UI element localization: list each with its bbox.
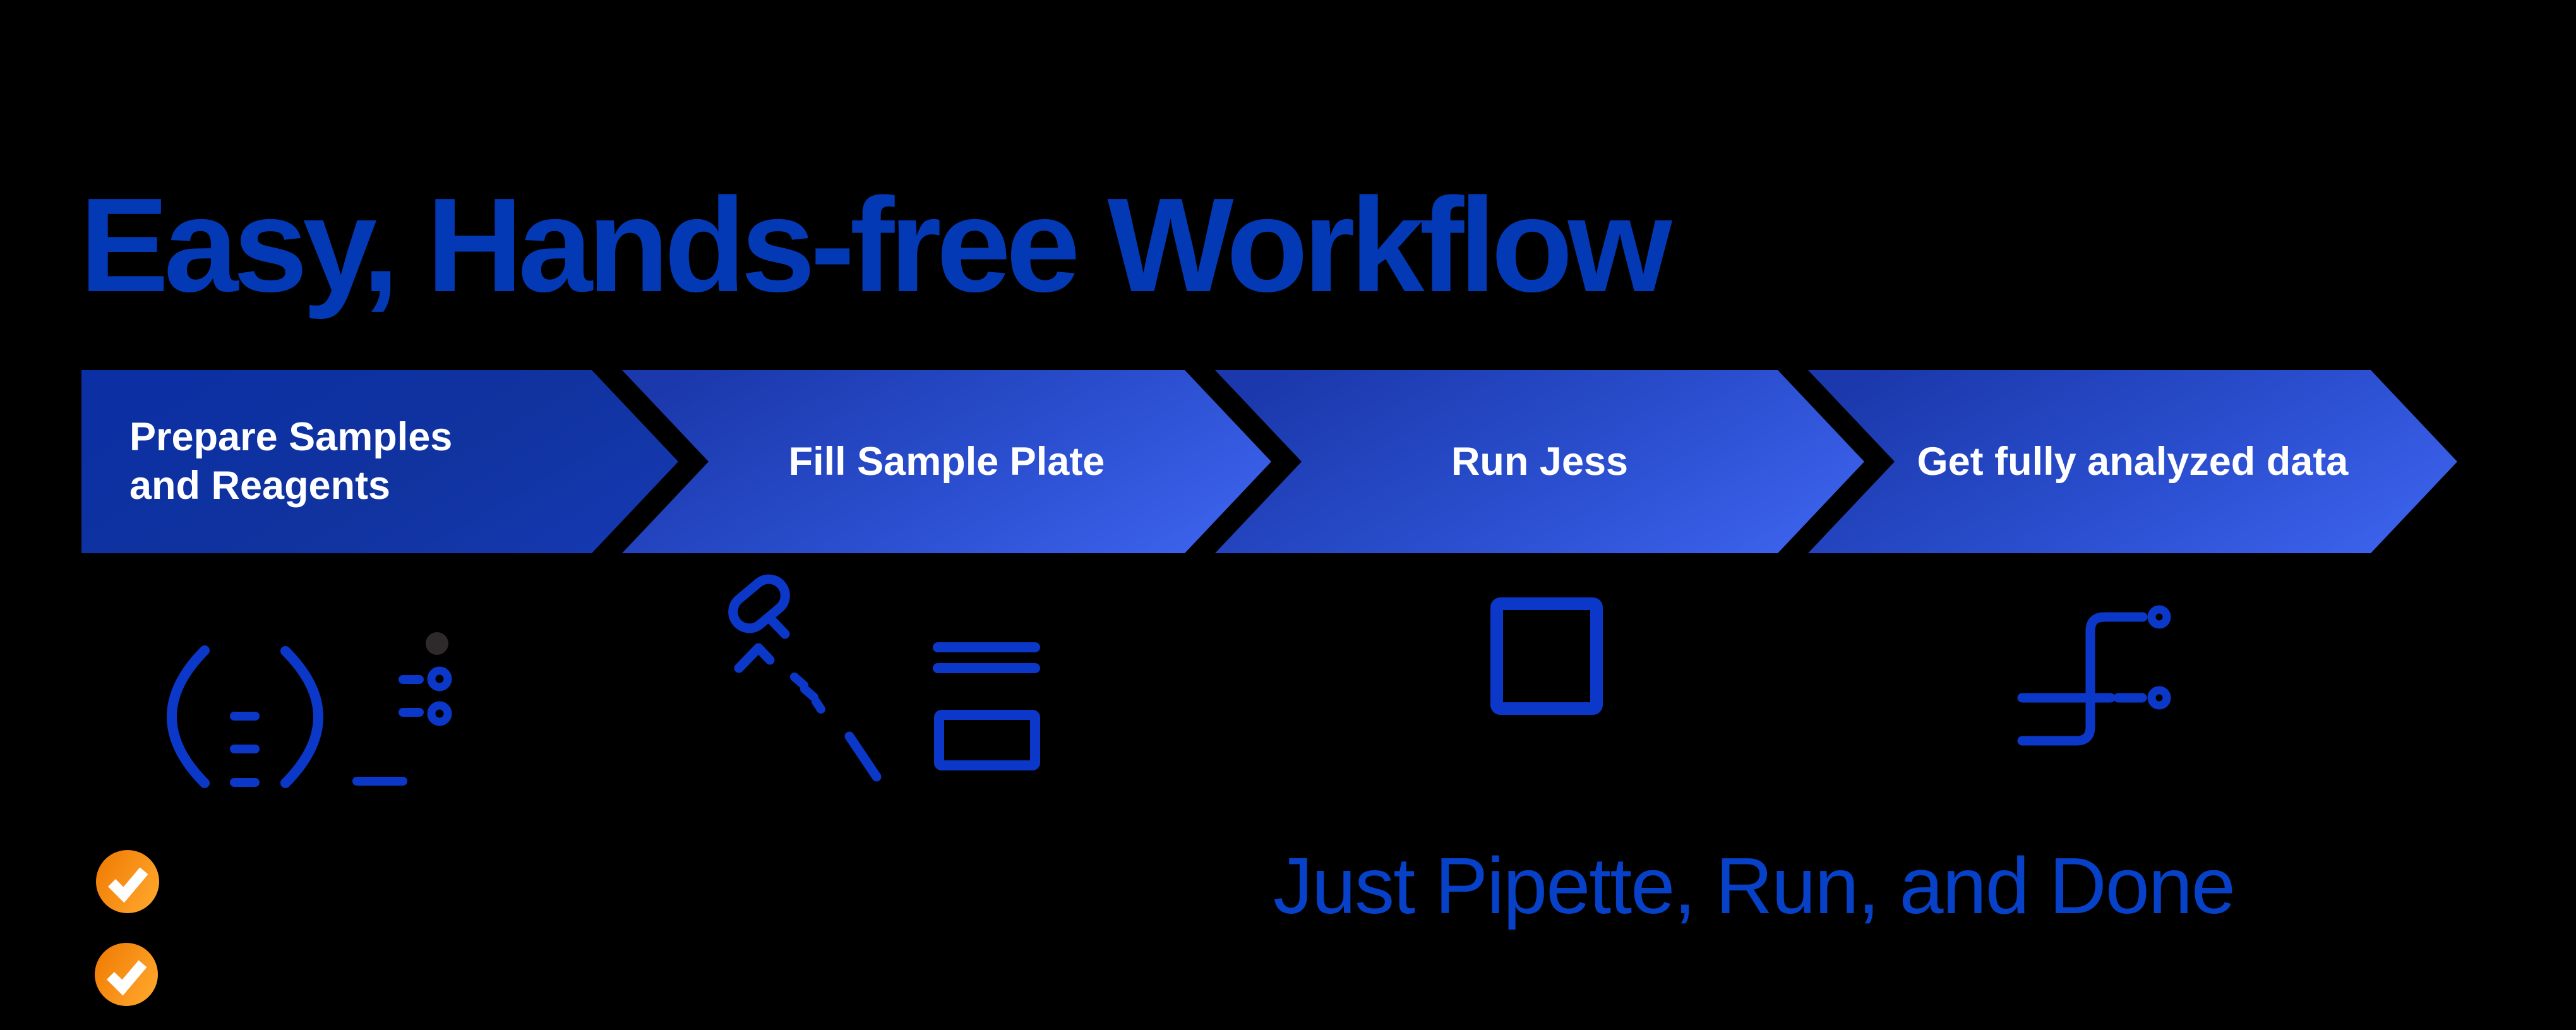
tagline-text: Just Pipette, Run, and Done xyxy=(1273,841,2236,930)
instrument-icon xyxy=(1490,597,1603,715)
workflow-step-prepare-arrow: Prepare Samples and Reagents xyxy=(81,370,678,553)
workflow-step-fill-plate-arrow: Fill Sample Plate xyxy=(622,370,1271,553)
page-title: Easy, Hands-free Workflow xyxy=(80,170,1672,320)
workflow-step-label: Prepare Samples and Reagents xyxy=(129,415,453,508)
workflow-step-get-data-arrow: Get fully analyzed data xyxy=(1808,370,2457,553)
workflow-step-label: Fill Sample Plate xyxy=(788,439,1105,484)
check-circle xyxy=(95,943,158,1006)
reagents-tube-icon xyxy=(167,632,452,788)
check-circle xyxy=(96,850,159,913)
workflow-step-run-jess-arrow: Run Jess xyxy=(1215,370,1864,553)
workflow-step-label: Run Jess xyxy=(1451,439,1629,484)
check-icon xyxy=(107,867,148,903)
workflow-step-label: Get fully analyzed data xyxy=(1917,439,2349,484)
pipette-plate-icon xyxy=(728,574,1040,782)
analyzed-data-icon xyxy=(2017,605,2171,746)
check-icon xyxy=(106,960,147,996)
